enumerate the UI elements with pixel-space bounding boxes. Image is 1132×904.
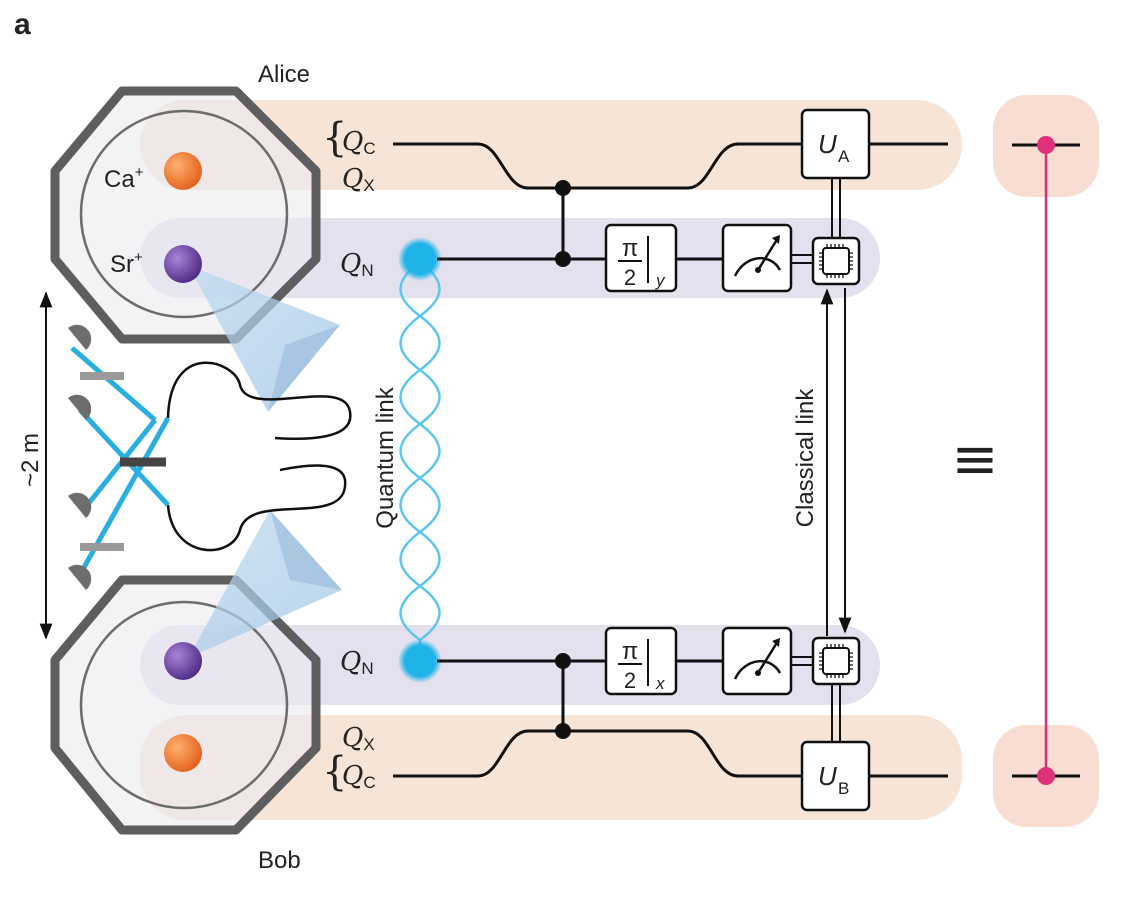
distance-label: ~2 m: [17, 433, 44, 487]
alice-sr-ion: [164, 245, 202, 283]
bob-fiber: [166, 464, 347, 552]
panel-label: a: [14, 8, 31, 41]
alice-network-qubit: [398, 237, 442, 281]
svg-text:A: A: [838, 147, 850, 166]
alice-ca-ion: [164, 152, 202, 190]
svg-text:π: π: [622, 638, 639, 665]
svg-text:y: y: [655, 271, 666, 290]
bob-sr-ion: [164, 642, 202, 680]
alice-qc-wire: [393, 142, 802, 190]
detector-4: [68, 564, 92, 590]
alice-brace: {: [322, 115, 347, 161]
quantum-link-label: Quantum link: [372, 386, 399, 528]
alice-equiv-dot: [1037, 136, 1055, 154]
bob-chip-icon: [811, 636, 861, 686]
alice-fiber: [166, 361, 352, 440]
alice-measurement: [721, 223, 793, 293]
bob-network-qubit: [398, 639, 442, 683]
alice-control-dot-2: [555, 251, 571, 267]
alice-qubit-band: [140, 100, 962, 190]
bob-pi-half-gate: π 2 x: [604, 626, 678, 696]
bob-equiv-dot: [1037, 767, 1055, 785]
bob-network-band: [140, 625, 880, 705]
alice-qx-label: QX: [342, 164, 375, 195]
bob-qx-label: QX: [342, 723, 375, 754]
alice-trap: [50, 86, 321, 344]
alice-collection-cone: [188, 265, 340, 412]
svg-text:B: B: [838, 779, 849, 798]
bob-label: Bob: [258, 847, 301, 874]
alice-pi-half-gate: π 2 y: [604, 223, 678, 293]
alice-label: Alice: [258, 61, 310, 88]
alice-unitary-gate: U A: [800, 108, 871, 180]
alice-control-dot-1: [555, 180, 571, 196]
alice-qn-label: QN: [340, 249, 374, 280]
bob-brace: {: [322, 749, 347, 795]
classical-link-label: Classical link: [792, 388, 819, 528]
bob-measurement: [721, 626, 793, 696]
svg-text:π: π: [622, 235, 639, 262]
detector-1: [68, 324, 92, 350]
bob-ca-ion: [164, 734, 202, 772]
alice-ca-label: Ca+: [104, 164, 144, 193]
bell-state-analyzer: [68, 324, 171, 590]
svg-text:2: 2: [624, 265, 636, 290]
equivalence-symbol: ≡: [952, 427, 999, 492]
detector-3: [68, 492, 92, 518]
alice-chip-icon: [811, 236, 861, 286]
bob-collection-cone: [188, 510, 342, 658]
alice-qc-label: QC: [342, 127, 376, 158]
bob-control-dot-2: [555, 723, 571, 739]
bob-qc-wire: [393, 729, 802, 778]
alice-sr-label: Sr+: [110, 249, 143, 278]
bob-control-dot-1: [555, 653, 571, 669]
svg-text:U: U: [818, 129, 837, 159]
bob-qubit-band: [140, 715, 962, 820]
detector-2: [68, 394, 92, 420]
bob-unitary-gate: U B: [800, 740, 871, 812]
bob-qn-label: QN: [340, 647, 374, 678]
svg-text:x: x: [655, 674, 665, 693]
svg-text:2: 2: [624, 668, 636, 693]
quantum-link-helix: [399, 260, 441, 660]
svg-text:U: U: [818, 761, 837, 791]
bob-qc-label: QC: [342, 761, 376, 792]
